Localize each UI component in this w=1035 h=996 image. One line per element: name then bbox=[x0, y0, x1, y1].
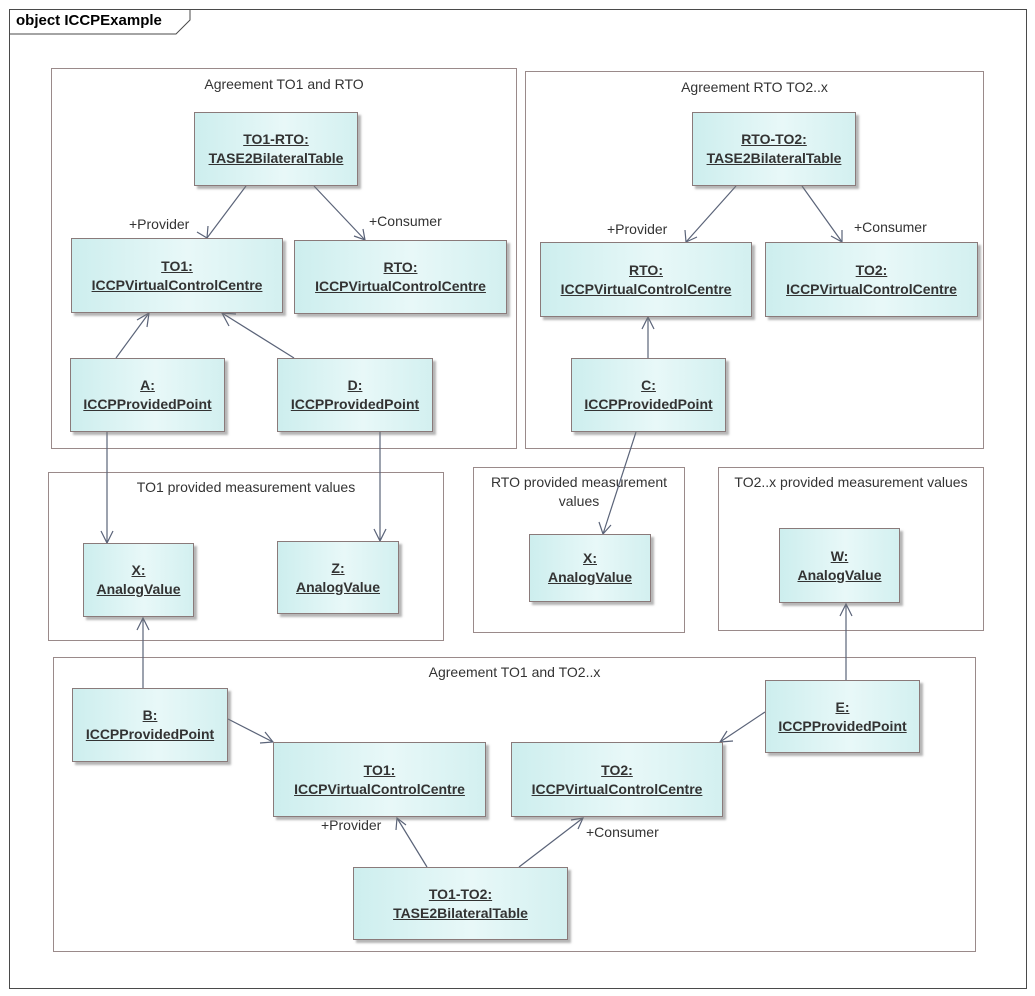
link-c-x bbox=[602, 431, 637, 535]
arrow-head bbox=[196, 225, 209, 240]
package-to2-measurements[interactable]: TO2..x provided measurement values bbox=[718, 467, 984, 631]
object-rto-to2-table[interactable]: RTO-TO2: TASE2BilateralTable bbox=[692, 112, 856, 186]
object-w-analog-value[interactable]: W: AnalogValue bbox=[779, 528, 900, 603]
arrow-head bbox=[220, 312, 237, 327]
package-label: Agreement RTO TO2..x bbox=[681, 79, 828, 95]
object-class: ICCPVirtualControlCentre bbox=[531, 780, 703, 797]
package-agreement-to1-to2[interactable]: Agreement TO1 and TO2..x bbox=[53, 657, 976, 952]
package-to1-measurements[interactable]: TO1 provided measurement values bbox=[48, 472, 444, 641]
link-b-to1 bbox=[227, 718, 274, 743]
object-to1-control-centre[interactable]: TO1: ICCPVirtualControlCentre bbox=[273, 742, 486, 817]
role-provider-label: +Provider bbox=[321, 817, 382, 833]
object-class: ICCPProvidedPoint bbox=[85, 726, 215, 742]
role-provider-label: +Provider bbox=[607, 221, 668, 237]
object-x-analog-value[interactable]: X: AnalogValue bbox=[529, 534, 651, 602]
diagram-frame bbox=[9, 9, 1027, 989]
package-agreement-rto-to2[interactable]: Agreement RTO TO2..x bbox=[525, 71, 984, 449]
arrow-head bbox=[136, 311, 150, 328]
object-name: TO2: bbox=[601, 761, 633, 778]
link-to1rto-consumer bbox=[313, 185, 366, 241]
package-label: RTO provided measurement values bbox=[490, 474, 668, 509]
object-name: X: bbox=[131, 562, 146, 578]
package-agreement-to1-rto[interactable]: Agreement TO1 and RTO bbox=[51, 68, 517, 449]
role-consumer-label: +Consumer bbox=[854, 219, 927, 235]
arrow-head bbox=[570, 817, 585, 830]
object-x-analog-value[interactable]: X: AnalogValue bbox=[83, 543, 194, 617]
link-e-to2 bbox=[719, 711, 766, 743]
package-label: Agreement TO1 and RTO bbox=[204, 76, 364, 92]
package-label: TO1 provided measurement values bbox=[136, 479, 356, 495]
object-class: ICCPVirtualControlCentre bbox=[315, 278, 486, 294]
object-name: E: bbox=[835, 698, 850, 715]
object-class: TASE2BilateralTable bbox=[208, 150, 344, 166]
object-rto-control-centre[interactable]: RTO: ICCPVirtualControlCentre bbox=[540, 242, 752, 317]
object-to1-control-centre[interactable]: TO1: ICCPVirtualControlCentre bbox=[71, 238, 283, 313]
object-class: ICCPVirtualControlCentre bbox=[294, 780, 465, 797]
object-class: TASE2BilateralTable bbox=[393, 904, 528, 921]
link-d-to1 bbox=[221, 312, 295, 359]
object-class: ICCPProvidedPoint bbox=[778, 717, 907, 734]
role-consumer-label: +Consumer bbox=[369, 213, 442, 229]
object-name: TO1-TO2: bbox=[428, 885, 493, 902]
arrow-head bbox=[839, 602, 853, 617]
object-name: X: bbox=[583, 550, 597, 566]
object-a-provided-point[interactable]: A: ICCPProvidedPoint bbox=[70, 358, 225, 432]
object-name: TO1: bbox=[363, 761, 396, 778]
object-e-provided-point[interactable]: E: ICCPProvidedPoint bbox=[765, 680, 920, 753]
object-name: W: bbox=[830, 547, 849, 564]
arrow-head bbox=[395, 816, 407, 831]
object-class: AnalogValue bbox=[547, 569, 633, 585]
package-label: TO2..x provided measurement values bbox=[734, 474, 968, 490]
object-to1-rto-table[interactable]: TO1-RTO: TASE2BilateralTable bbox=[194, 112, 358, 186]
object-name: TO2: bbox=[855, 261, 888, 278]
object-rto-control-centre[interactable]: RTO: ICCPVirtualControlCentre bbox=[294, 240, 507, 314]
diagram-title: object ICCPExample bbox=[16, 12, 162, 29]
link-to1to2-consumer bbox=[518, 817, 584, 868]
role-consumer-label: +Consumer bbox=[586, 824, 659, 840]
object-class: ICCPVirtualControlCentre bbox=[560, 280, 732, 297]
object-name: TO1: bbox=[161, 257, 193, 274]
object-class: ICCPProvidedPoint bbox=[290, 396, 420, 412]
object-b-provided-point[interactable]: B: ICCPProvidedPoint bbox=[72, 688, 228, 762]
object-d-provided-point[interactable]: D: ICCPProvidedPoint bbox=[277, 358, 433, 432]
object-class: ICCPProvidedPoint bbox=[83, 396, 212, 412]
object-class: AnalogValue bbox=[96, 581, 181, 597]
link-rtoto2-provider bbox=[685, 185, 737, 243]
package-label: Agreement TO1 and TO2..x bbox=[428, 664, 601, 680]
arrow-head bbox=[641, 315, 655, 330]
role-provider-label: +Provider bbox=[129, 216, 190, 232]
object-to2-control-centre[interactable]: TO2: ICCPVirtualControlCentre bbox=[765, 242, 978, 317]
link-to1rto-provider bbox=[206, 185, 247, 239]
object-name: C: bbox=[641, 377, 656, 393]
link-to1to2-provider bbox=[396, 817, 428, 868]
object-name: A: bbox=[140, 377, 155, 393]
object-name: TO1-RTO: bbox=[243, 131, 309, 147]
object-name: D: bbox=[347, 377, 363, 393]
object-name: RTO: bbox=[629, 261, 663, 278]
object-class: AnalogValue bbox=[797, 566, 882, 583]
link-rtoto2-consumer bbox=[801, 185, 843, 243]
package-rto-measurements[interactable]: RTO provided measurement values bbox=[473, 467, 685, 633]
object-to1-to2-table[interactable]: TO1-TO2: TASE2BilateralTable bbox=[353, 867, 568, 940]
object-name: B: bbox=[142, 707, 158, 723]
object-class: ICCPVirtualControlCentre bbox=[91, 276, 263, 293]
object-c-provided-point[interactable]: C: ICCPProvidedPoint bbox=[571, 358, 726, 432]
object-class: ICCPVirtualControlCentre bbox=[786, 280, 957, 297]
object-to2-control-centre[interactable]: TO2: ICCPVirtualControlCentre bbox=[511, 742, 723, 817]
link-a-to1 bbox=[115, 312, 150, 359]
object-name: RTO: bbox=[383, 259, 418, 275]
object-z-analog-value[interactable]: Z: AnalogValue bbox=[277, 541, 399, 614]
object-name: RTO-TO2: bbox=[741, 131, 807, 147]
object-class: TASE2BilateralTable bbox=[706, 150, 842, 166]
object-name: Z: bbox=[331, 559, 345, 576]
object-class: AnalogValue bbox=[295, 578, 381, 595]
object-class: ICCPProvidedPoint bbox=[584, 396, 713, 412]
arrow-head bbox=[136, 616, 150, 631]
